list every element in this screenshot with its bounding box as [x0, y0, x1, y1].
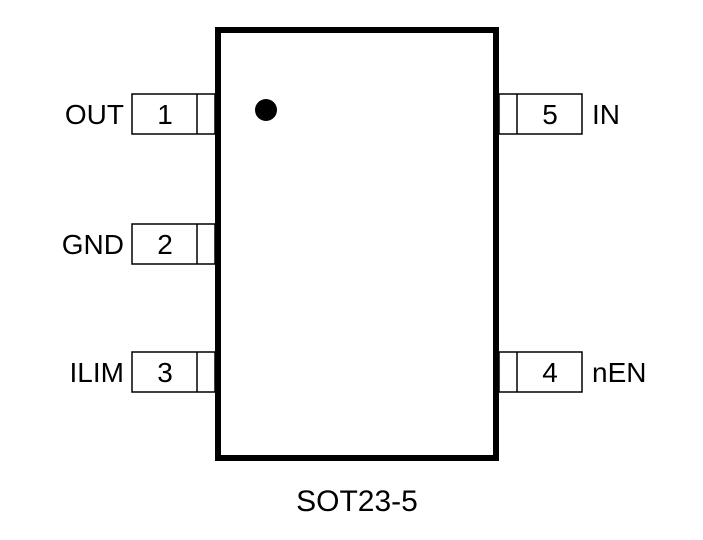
pin-3-lead — [131, 351, 216, 393]
pin-5: 5 IN — [498, 93, 620, 135]
pin-4-number: 4 — [542, 357, 558, 388]
pin-2-lead — [131, 223, 216, 265]
package-body — [215, 27, 499, 461]
pin1-indicator-dot — [255, 99, 277, 121]
pin-4-lead — [498, 351, 583, 393]
pin-1-lead — [131, 93, 216, 135]
pin-3-name: ILIM — [70, 357, 124, 388]
package-name: SOT23-5 — [296, 485, 418, 518]
pin-3-number: 3 — [157, 357, 173, 388]
pin-2-name: GND — [62, 229, 124, 260]
pin-4: 4 nEN — [498, 351, 646, 393]
pin-5-name: IN — [592, 99, 620, 130]
pin-4-name: nEN — [592, 357, 646, 388]
pin-1-name: OUT — [65, 99, 124, 130]
pin-5-number: 5 — [542, 99, 558, 130]
pin-1-number: 1 — [157, 99, 173, 130]
pin-3: 3 ILIM — [70, 351, 216, 393]
pin-1: 1 OUT — [65, 93, 216, 135]
pin-5-lead — [498, 93, 583, 135]
pin-2-number: 2 — [157, 229, 173, 260]
pin-2: 2 GND — [62, 223, 216, 265]
